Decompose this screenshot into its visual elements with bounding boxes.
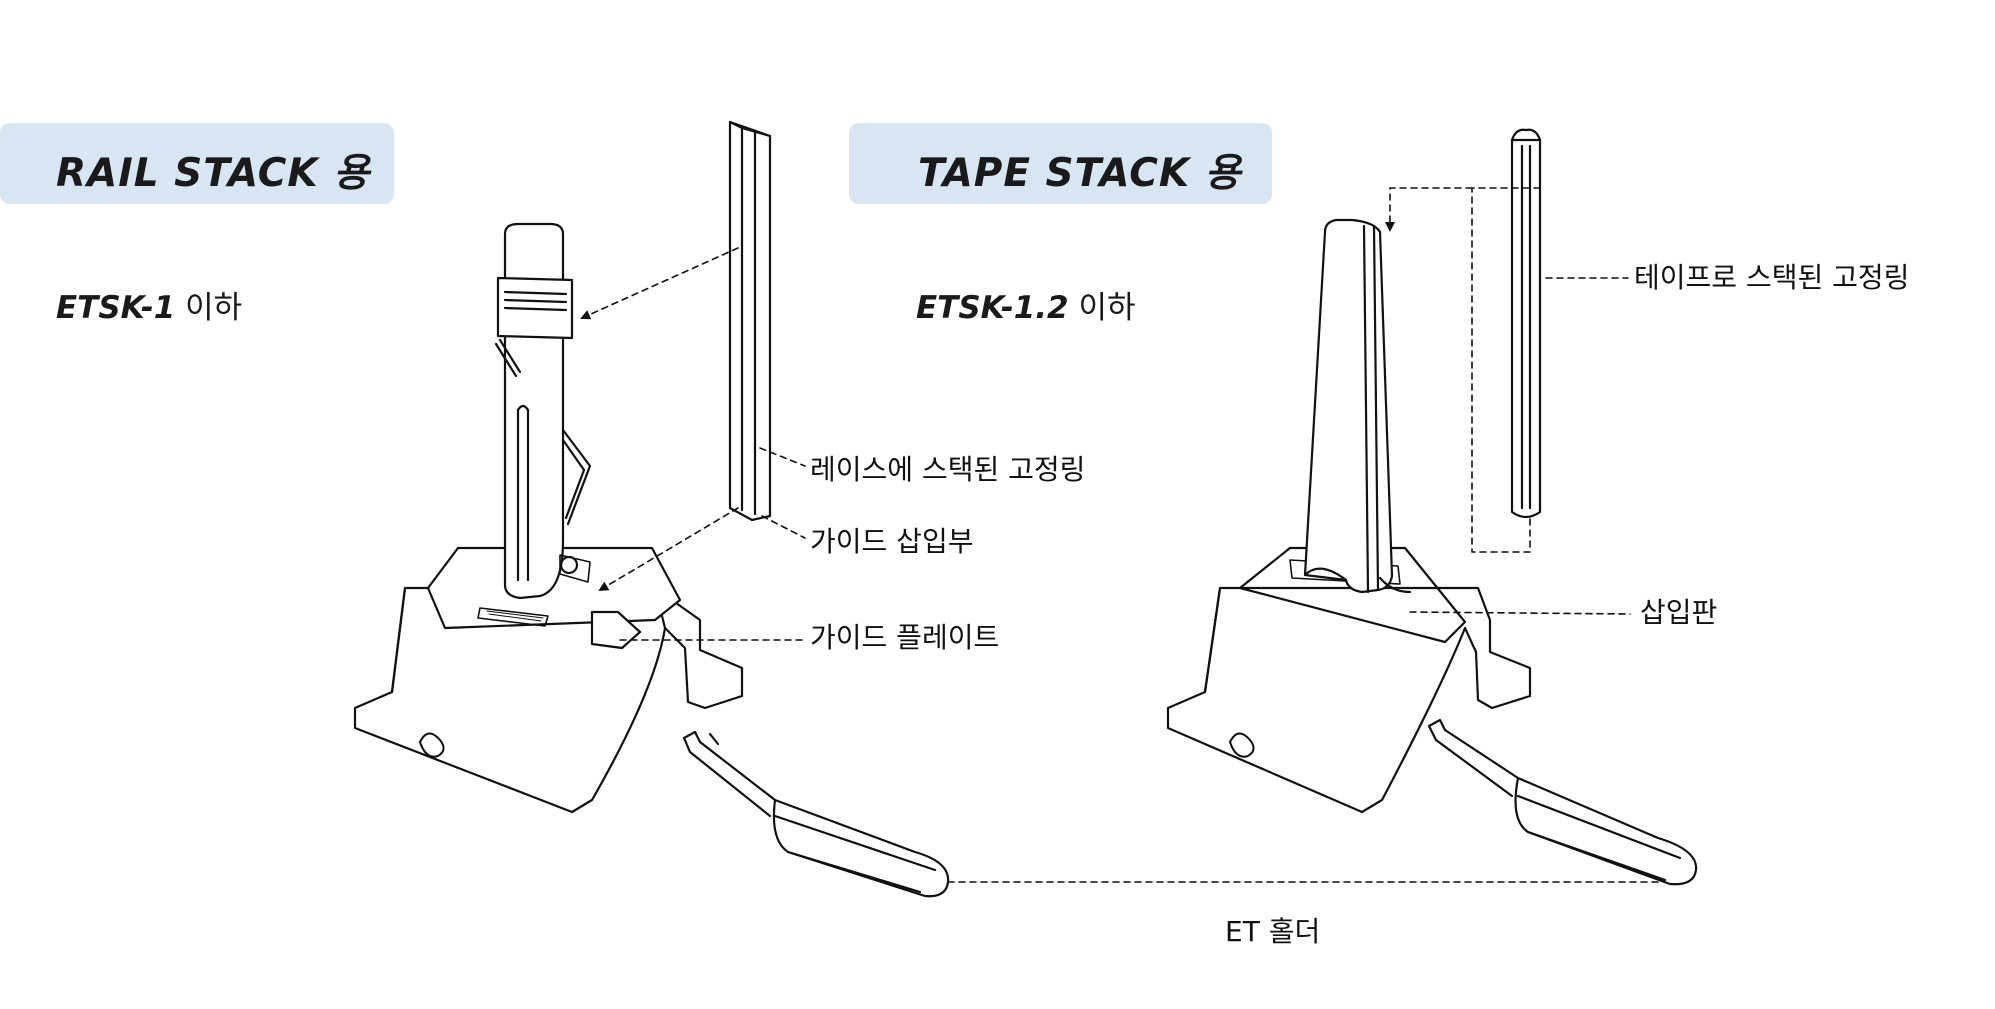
rail-guide-post <box>494 222 592 600</box>
callout-insert-plate: 삽입판 <box>1640 596 1718 629</box>
tape-stack-title: TAPE STACK 용 <box>918 151 1242 196</box>
tape-model-suffix: 이하 <box>1068 290 1136 326</box>
rail-stacked-ring <box>728 120 772 522</box>
tape-stacked-ring <box>1510 128 1542 519</box>
callout-guide-plate: 가이드 플레이트 <box>810 621 1000 654</box>
rail-model-suffix: 이하 <box>175 290 243 326</box>
rail-stack-title: RAIL STACK 용 <box>56 151 371 196</box>
callout-et-holder: ET 홀더 <box>1225 915 1321 948</box>
tape-stack-header <box>849 123 1272 204</box>
rail-et-holder <box>682 730 950 898</box>
rail-base-bracket <box>353 546 744 814</box>
callout-guide-insert: 가이드 삽입부 <box>810 525 974 558</box>
tape-model-note: ETSK-1.2 이하 <box>916 282 1136 327</box>
callout-rail-ring: 레이스에 스택된 고정링 <box>810 453 1086 486</box>
callout-tape-ring: 테이프로 스택된 고정링 <box>1634 261 1910 294</box>
tape-guide-post <box>1303 218 1412 594</box>
rail-stack-header <box>0 123 394 204</box>
tape-model-code: ETSK-1.2 <box>916 290 1069 326</box>
rail-model-code: ETSK-1 <box>56 290 176 326</box>
tape-et-holder <box>1427 718 1698 886</box>
rail-model-note: ETSK-1 이하 <box>56 282 242 327</box>
